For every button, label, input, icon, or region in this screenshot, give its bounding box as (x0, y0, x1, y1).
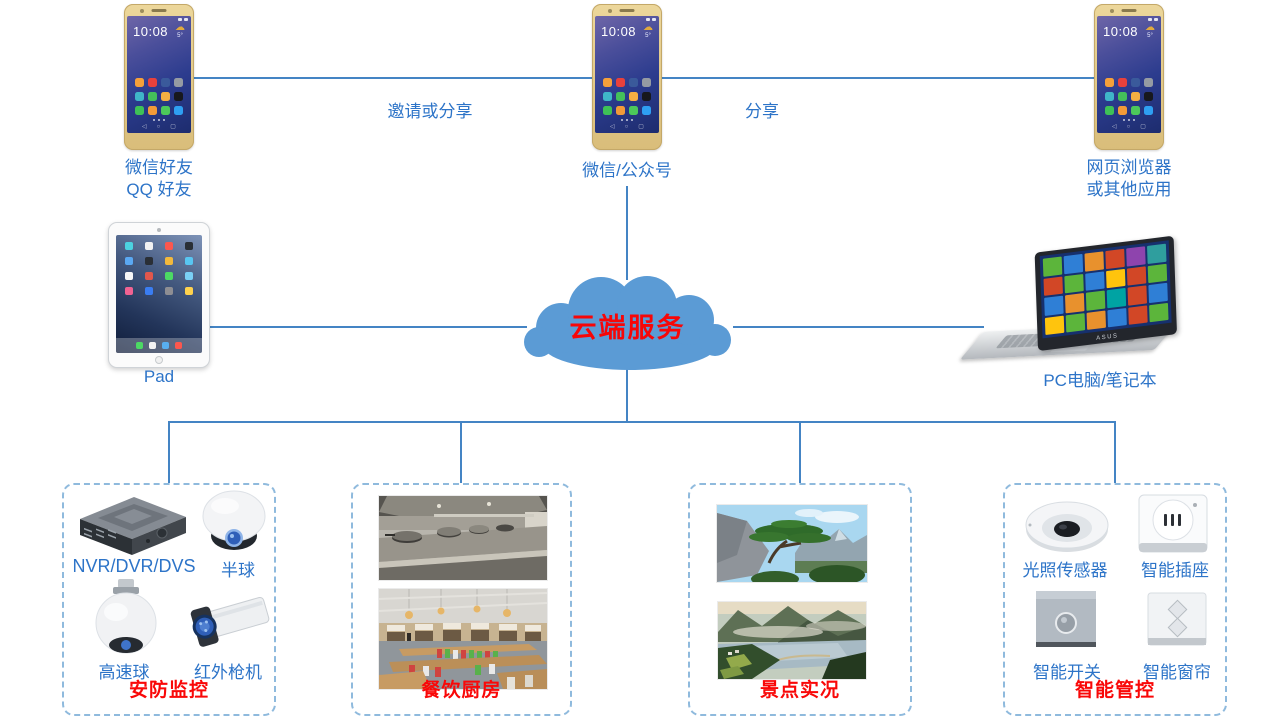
home-icon: ○ (156, 124, 161, 130)
phone-nav-bar: ◁ ○ ▢ (1097, 123, 1161, 133)
weather-icon: ☁ 5° (643, 22, 653, 40)
cloud-service-node: 云端服务 (505, 268, 750, 376)
windows-tile-grid (1039, 240, 1172, 339)
phone-nav-bar: ◁ ○ ▢ (127, 123, 191, 133)
phone-camera-dot (140, 9, 144, 13)
pad-screen (116, 235, 202, 353)
phone-date-line (595, 40, 659, 42)
phone-clock: 10:08 (1103, 24, 1139, 39)
cloud-icon (524, 276, 731, 370)
phone-speaker (1121, 9, 1137, 12)
recents-icon: ▢ (638, 124, 644, 130)
huangshan-pine-photo (717, 505, 867, 582)
group-title: 智能管控 (1074, 680, 1155, 701)
phone-date-line (1097, 40, 1161, 42)
home-icon: ○ (624, 124, 629, 130)
weather-icon: ☁ 5° (1145, 22, 1155, 40)
label-web-browser-other-apps: 网页浏览器 或其他应用 (1086, 158, 1172, 199)
phone-camera-dot (1110, 9, 1114, 13)
group-catering-kitchen: 餐饮厨房 (351, 483, 572, 716)
phone-screen: 10:08 ☁ 5° ◁ ○ ▢ (127, 16, 191, 133)
group-smart-control: 光照传感器 智能插座 智能开关 智能窗帘 智能管控 (1003, 483, 1227, 716)
laptop-screen: ASUS (1034, 235, 1177, 352)
device-label: 智能插座 (1141, 561, 1209, 580)
tablet-pad (108, 222, 210, 368)
pad-home-button (155, 356, 163, 364)
phone-status-bar (127, 16, 191, 23)
device-label: 光照传感器 (1022, 561, 1108, 580)
nvr-device-image (80, 497, 186, 555)
phone-app-grid (127, 78, 191, 117)
pad-app-grid (116, 235, 202, 302)
label-edge-invite-or-share: 邀请或分享 (387, 102, 473, 121)
pad-dock (116, 338, 202, 353)
cloud-service-label: 云端服务 (569, 313, 686, 343)
device-label: 半球 (221, 561, 255, 580)
phone-date-line (127, 40, 191, 42)
phone-nav-bar: ◁ ○ ▢ (595, 123, 659, 133)
phone-camera-dot (608, 9, 612, 13)
phone-app-grid (1097, 78, 1161, 117)
group-title: 景点实况 (759, 680, 840, 701)
page-indicator-dots (1097, 117, 1161, 123)
speed-dome-camera-image (95, 579, 157, 654)
recents-icon: ▢ (170, 124, 176, 130)
page-indicator-dots (595, 117, 659, 123)
phone-screen: 10:08 ☁ 5° ◁ ○ ▢ (595, 16, 659, 133)
light-sensor-image (1025, 501, 1109, 552)
back-icon: ◁ (610, 124, 615, 130)
phone-status-bar (1097, 16, 1161, 23)
dining-hall-photo (379, 589, 547, 689)
back-icon: ◁ (1112, 124, 1117, 130)
label-edge-share: 分享 (745, 102, 779, 121)
smart-curtain-image (1147, 592, 1207, 646)
group-security-monitoring: NVR/DVR/DVS 半球 高速球 红外枪机 安防监控 (62, 483, 276, 716)
phone-speaker (151, 9, 167, 12)
phone-app-grid (595, 78, 659, 117)
phone-screen: 10:08 ☁ 5° ◁ ○ ▢ (1097, 16, 1161, 133)
group-title: 安防监控 (128, 680, 209, 701)
group-title: 餐饮厨房 (421, 680, 502, 701)
page-indicator-dots (127, 117, 191, 123)
label-pc-laptop: PC电脑/笔记本 (1043, 371, 1157, 390)
back-icon: ◁ (142, 124, 147, 130)
device-label: 智能开关 (1033, 663, 1101, 682)
smart-switch-image (1036, 591, 1096, 647)
bullet-camera-image (190, 596, 270, 647)
phone-clock: 10:08 (133, 24, 169, 39)
smartphone-web-browser: 10:08 ☁ 5° ◁ ○ ▢ (1094, 4, 1164, 150)
device-label: NVR/DVR/DVS (72, 556, 196, 576)
device-label: 红外枪机 (194, 663, 262, 682)
label-pad: Pad (143, 367, 175, 386)
phone-clock: 10:08 (601, 24, 637, 39)
device-label: 高速球 (98, 663, 150, 682)
laptop-pc: ASUS (959, 235, 1187, 360)
device-label: 智能窗帘 (1143, 663, 1211, 682)
pad-camera-dot (157, 228, 161, 232)
dome-camera-image (202, 490, 266, 550)
smart-socket-image (1138, 494, 1208, 553)
home-icon: ○ (1126, 124, 1131, 130)
phone-status-bar (595, 16, 659, 23)
mountain-lake-photo (718, 602, 866, 679)
commercial-kitchen-photo (379, 496, 547, 580)
smartphone-wechat-qq-friends: 10:08 ☁ 5° ◁ ○ ▢ (124, 4, 194, 150)
group-scenic-live: 景点实况 (688, 483, 912, 716)
phone-speaker (619, 9, 635, 12)
label-wechat-official-account: 微信/公众号 (582, 161, 672, 180)
weather-icon: ☁ 5° (175, 22, 185, 40)
label-wechat-qq-friends: 微信好友 QQ 好友 (125, 158, 193, 199)
recents-icon: ▢ (1140, 124, 1146, 130)
smartphone-wechat-official: 10:08 ☁ 5° ◁ ○ ▢ (592, 4, 662, 150)
